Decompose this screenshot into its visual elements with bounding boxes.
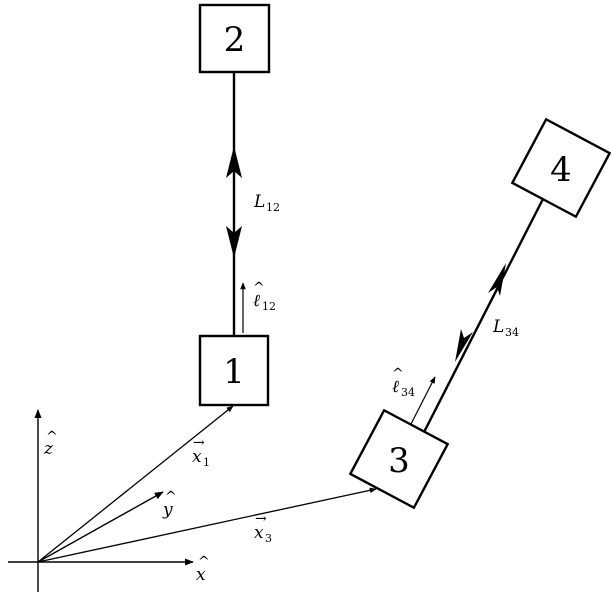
node-4-box: [510, 117, 611, 219]
x3-subscript: 3: [265, 532, 272, 545]
z-axis-symbol: z: [43, 439, 54, 459]
node-1: 1: [198, 334, 270, 407]
x-axis-accent: ^: [198, 554, 210, 570]
coordinate-axes: x ^ y ^ z ^: [8, 409, 210, 592]
l12-accent: ^: [253, 280, 265, 296]
position-vector-x1: x 1 →: [37, 405, 234, 563]
x1-arrow: [37, 405, 234, 563]
node-2-box: [198, 3, 271, 74]
link-1-2-arrowhead-up: [226, 146, 242, 178]
L12-symbol: L: [253, 192, 265, 212]
y-axis-label: y ^: [162, 489, 177, 520]
link-3-4: L 34: [418, 194, 547, 441]
L34-subscript: 34: [505, 326, 519, 339]
x1-accent: →: [193, 435, 205, 451]
unit-vector-l12: ℓ 12 ^: [240, 280, 276, 333]
node-2-label: 2: [224, 20, 246, 60]
link-3-4-line: [418, 194, 547, 441]
l34-accent: ^: [392, 366, 404, 382]
y-axis: [37, 491, 164, 563]
node-3-label: 3: [388, 441, 410, 481]
L12-subscript: 12: [266, 201, 280, 214]
x3-arrow: [37, 487, 377, 563]
link-1-2-arrowhead-down: [226, 226, 242, 258]
link-3-4-arrowhead-down: [455, 329, 473, 362]
x-axis-symbol: x: [196, 565, 206, 585]
node-2: 2: [198, 3, 271, 74]
l34-arrow: [410, 376, 436, 425]
x-axis-label: x ^: [196, 554, 210, 585]
y-axis-symbol: y: [162, 500, 173, 520]
node-4-label: 4: [550, 150, 572, 190]
x1-subscript: 1: [203, 456, 210, 469]
position-vector-x3: x 3 →: [37, 487, 377, 563]
l34-symbol: ℓ: [392, 377, 399, 397]
link-1-2: L 12: [226, 72, 280, 335]
node-1-box: [198, 334, 270, 407]
x3-symbol: x: [254, 523, 264, 543]
l12-symbol: ℓ: [253, 291, 260, 311]
unit-vector-l34: ℓ 34 ^: [392, 366, 436, 425]
node-1-label: 1: [223, 352, 245, 392]
node-3-box: [348, 408, 450, 510]
node-4: 4: [510, 117, 611, 219]
l34-subscript: 34: [401, 386, 415, 399]
z-axis-accent: ^: [46, 429, 58, 445]
link-3-4-arrowhead-up: [488, 263, 506, 296]
x3-accent: →: [255, 511, 267, 527]
z-axis-label: z ^: [43, 429, 58, 459]
x1-symbol: x: [192, 447, 202, 467]
node-3: 3: [348, 408, 450, 510]
y-axis-accent: ^: [165, 489, 177, 505]
l12-subscript: 12: [262, 300, 276, 313]
L34-symbol: L: [492, 317, 504, 337]
